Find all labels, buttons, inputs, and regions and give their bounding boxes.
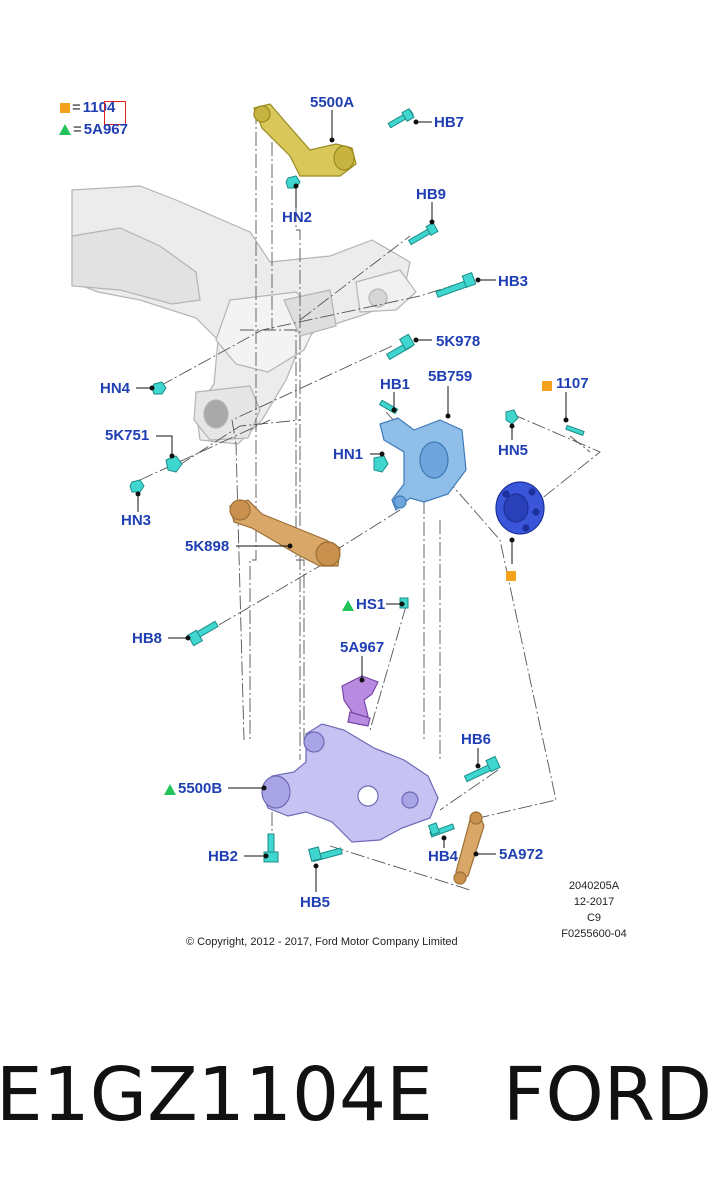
orange-square-marker	[542, 377, 552, 395]
legend-triangle-value[interactable]: 5A967	[83, 121, 128, 138]
nut-HN3	[129, 479, 145, 493]
callout-5500B[interactable]: 5500B	[178, 780, 223, 797]
callout-HN3[interactable]: HN3	[121, 512, 152, 529]
part-number: E1GZ1104E	[0, 1052, 433, 1138]
callout-HN4[interactable]: HN4	[100, 380, 131, 397]
toe-link-5A972	[453, 811, 485, 885]
legend-square-value[interactable]: 1104	[82, 99, 116, 116]
callout-5500A[interactable]: 5500A	[310, 94, 355, 111]
callout-HB3[interactable]: HB3	[498, 273, 529, 290]
equals-sign: =	[72, 99, 81, 116]
equals-sign: =	[73, 121, 82, 138]
callout-5B759[interactable]: 5B759	[428, 368, 473, 385]
drawing-file-id: F0255600-04	[561, 928, 627, 940]
callout-HB4[interactable]: HB4	[428, 848, 459, 865]
callout-HB7[interactable]: HB7	[434, 114, 465, 131]
highlight-box	[104, 101, 126, 125]
drawing-number: 2040205A	[568, 880, 620, 892]
bracket-5A967	[341, 675, 379, 727]
callout-HN5[interactable]: HN5	[498, 442, 529, 459]
callout-5K978[interactable]: 5K978	[436, 333, 481, 350]
callout-1107[interactable]: 1107	[556, 375, 589, 392]
bolt-HB5	[308, 846, 343, 863]
bracket-5B759	[379, 417, 467, 512]
drawing-info: 2040205A 12-2017 C9 F0255600-04	[548, 878, 640, 942]
drawing-revision: C9	[586, 912, 602, 924]
green-triangle-marker	[164, 781, 176, 799]
callout-5K751[interactable]: 5K751	[105, 427, 150, 444]
copyright-notice: © Copyright, 2012 - 2017, Ford Motor Com…	[186, 936, 458, 948]
nut-5K751	[165, 455, 183, 473]
callout-HB9[interactable]: HB9	[416, 186, 447, 203]
brand-name: FORD	[502, 1052, 708, 1138]
callout-HB6[interactable]: HB6	[461, 731, 492, 748]
exploded-suspension-diagram	[71, 103, 601, 892]
nut-HN5	[505, 409, 519, 425]
callout-leaders	[135, 110, 569, 892]
callout-HB1[interactable]: HB1	[380, 376, 411, 393]
orange-square-marker	[60, 103, 70, 113]
bolt-HB4	[427, 822, 455, 838]
callout-5A972[interactable]: 5A972	[499, 846, 544, 863]
bolt-HB9	[407, 221, 439, 246]
fasteners	[129, 107, 585, 863]
nut-HN1	[373, 455, 389, 473]
green-triangle-marker	[342, 597, 354, 615]
legend-square-row: =1104	[60, 100, 115, 115]
hub-bearing-assembly	[495, 481, 545, 535]
callout-5A967[interactable]: 5A967	[340, 639, 385, 656]
part-caption: E1GZ1104E FORD	[0, 1058, 708, 1132]
bolt-5K978	[385, 333, 416, 361]
bolt-1107	[565, 424, 585, 436]
callout-HB2[interactable]: HB2	[208, 848, 239, 865]
orange-square-marker	[506, 567, 516, 585]
callout-5K898[interactable]: 5K898	[185, 538, 230, 555]
callout-HB5[interactable]: HB5	[300, 894, 331, 911]
bolt-HB7	[387, 107, 415, 129]
green-triangle-marker	[59, 124, 71, 135]
callout-HS1[interactable]: HS1	[356, 596, 386, 613]
knuckle-5500B	[261, 723, 439, 843]
bolt-HB6	[463, 755, 501, 783]
rear-subframe	[71, 185, 417, 445]
bolt-HB3	[435, 272, 477, 298]
lower-link-5K898	[229, 499, 341, 567]
drawing-date: 12-2017	[573, 896, 615, 908]
bolt-HB8	[186, 620, 219, 647]
legend-triangle-row: =5A967	[59, 122, 128, 137]
callout-HN1[interactable]: HN1	[333, 446, 364, 463]
upper-control-arm-5500A	[253, 103, 357, 177]
callout-HB8[interactable]: HB8	[132, 630, 163, 647]
callout-HN2[interactable]: HN2	[282, 209, 313, 226]
